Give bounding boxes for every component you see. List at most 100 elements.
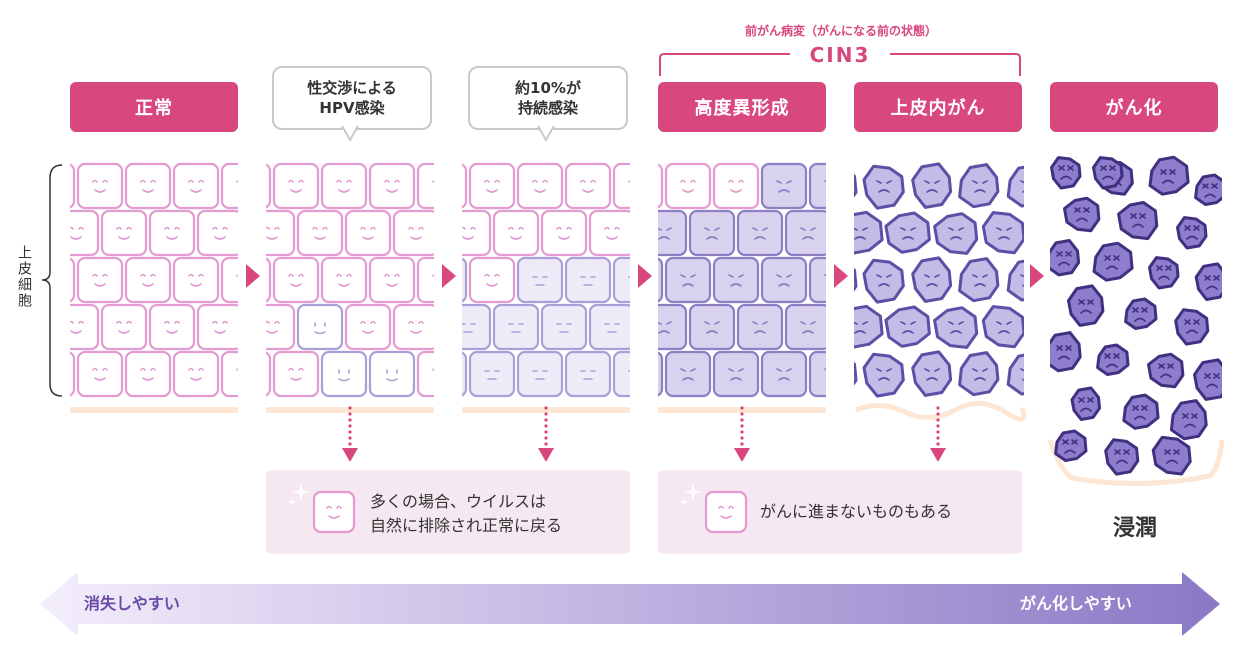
cell <box>172 350 220 398</box>
stage-header-high-grade: 高度異形成 <box>658 82 826 132</box>
cell <box>588 209 630 257</box>
cell <box>416 162 434 210</box>
bubble-line: 約10%が <box>515 79 581 97</box>
cell <box>320 256 368 304</box>
cell <box>612 350 630 398</box>
cell <box>416 350 434 398</box>
cell <box>266 351 272 397</box>
cell <box>220 256 238 304</box>
stage-bubble-persistent: 約10%が 持続感染 <box>468 66 628 130</box>
cell <box>296 209 344 257</box>
cell <box>172 162 220 210</box>
cell <box>392 303 434 351</box>
stage-arrow <box>1030 264 1044 288</box>
cell <box>1092 156 1124 190</box>
cell <box>196 209 238 257</box>
cell <box>884 305 931 348</box>
cell <box>70 257 76 303</box>
cell <box>712 350 760 398</box>
cell <box>1006 165 1024 208</box>
cell <box>220 350 238 398</box>
smile-cell-icon <box>312 490 356 534</box>
cell <box>6 305 50 349</box>
cell <box>1096 343 1130 376</box>
stage-header-cancer: がん化 <box>1050 82 1218 132</box>
cell <box>272 256 320 304</box>
note-box-right <box>658 470 1022 554</box>
cell <box>1122 393 1160 430</box>
cell <box>933 306 979 349</box>
cell <box>124 162 172 210</box>
cell <box>468 350 516 398</box>
bubble-tail <box>537 125 555 143</box>
cell <box>100 303 148 351</box>
cell <box>784 303 826 351</box>
cell <box>1147 352 1185 389</box>
cell <box>1067 284 1105 327</box>
cin-bracket <box>659 53 1021 76</box>
basement-membrane <box>70 407 238 413</box>
cell <box>368 162 416 210</box>
cell <box>958 163 1000 209</box>
cell <box>462 257 468 303</box>
cell <box>854 210 884 255</box>
cell <box>540 209 588 257</box>
cell <box>1194 262 1222 301</box>
cell <box>70 209 100 257</box>
cell <box>272 350 320 398</box>
cell <box>516 256 564 304</box>
note-right-text: がんに進まないものもある <box>760 502 953 521</box>
cell <box>462 209 492 257</box>
cell <box>658 303 688 351</box>
progress-arrow <box>40 572 1220 636</box>
cell <box>1148 256 1180 290</box>
cell <box>1050 239 1081 277</box>
cell <box>1050 331 1082 373</box>
cell <box>266 257 272 303</box>
cell <box>468 162 516 210</box>
cell <box>1006 353 1024 396</box>
cell <box>148 303 196 351</box>
cell <box>664 350 712 398</box>
note-box-left <box>266 470 630 554</box>
cell <box>564 162 612 210</box>
cell <box>808 256 826 304</box>
sparkle-icon <box>288 484 701 506</box>
cell <box>462 351 468 397</box>
cell <box>70 303 100 351</box>
cell <box>854 268 858 292</box>
cell <box>862 258 905 304</box>
bubble-tail <box>341 125 359 143</box>
cell <box>612 256 630 304</box>
smile-cell-icon <box>704 490 748 534</box>
cell <box>664 162 712 210</box>
cell <box>854 362 858 386</box>
cell <box>416 256 434 304</box>
cell <box>760 256 808 304</box>
basement-membrane <box>658 407 826 413</box>
basement-membrane <box>462 407 630 413</box>
cell <box>266 163 272 209</box>
cell <box>76 350 124 398</box>
cell <box>1006 259 1024 302</box>
cell <box>911 162 953 209</box>
cell <box>688 303 736 351</box>
stage-header-normal: 正常 <box>70 82 238 132</box>
cell <box>658 351 664 397</box>
cell <box>100 209 148 257</box>
cell <box>462 303 492 351</box>
cell <box>468 256 516 304</box>
cell <box>70 163 76 209</box>
cell <box>70 351 76 397</box>
cell <box>612 162 630 210</box>
cell <box>1148 155 1190 196</box>
cell <box>862 164 905 210</box>
basement-membrane <box>1047 439 1225 486</box>
cin-title: CIN3 <box>790 43 890 67</box>
cell <box>854 304 884 349</box>
cell <box>736 209 784 257</box>
cin-subtitle: 前がん病変（がんになる前の状態） <box>744 24 937 38</box>
invasion-label: 浸潤 <box>1112 516 1157 541</box>
cell <box>1176 216 1208 250</box>
cell <box>266 303 296 351</box>
